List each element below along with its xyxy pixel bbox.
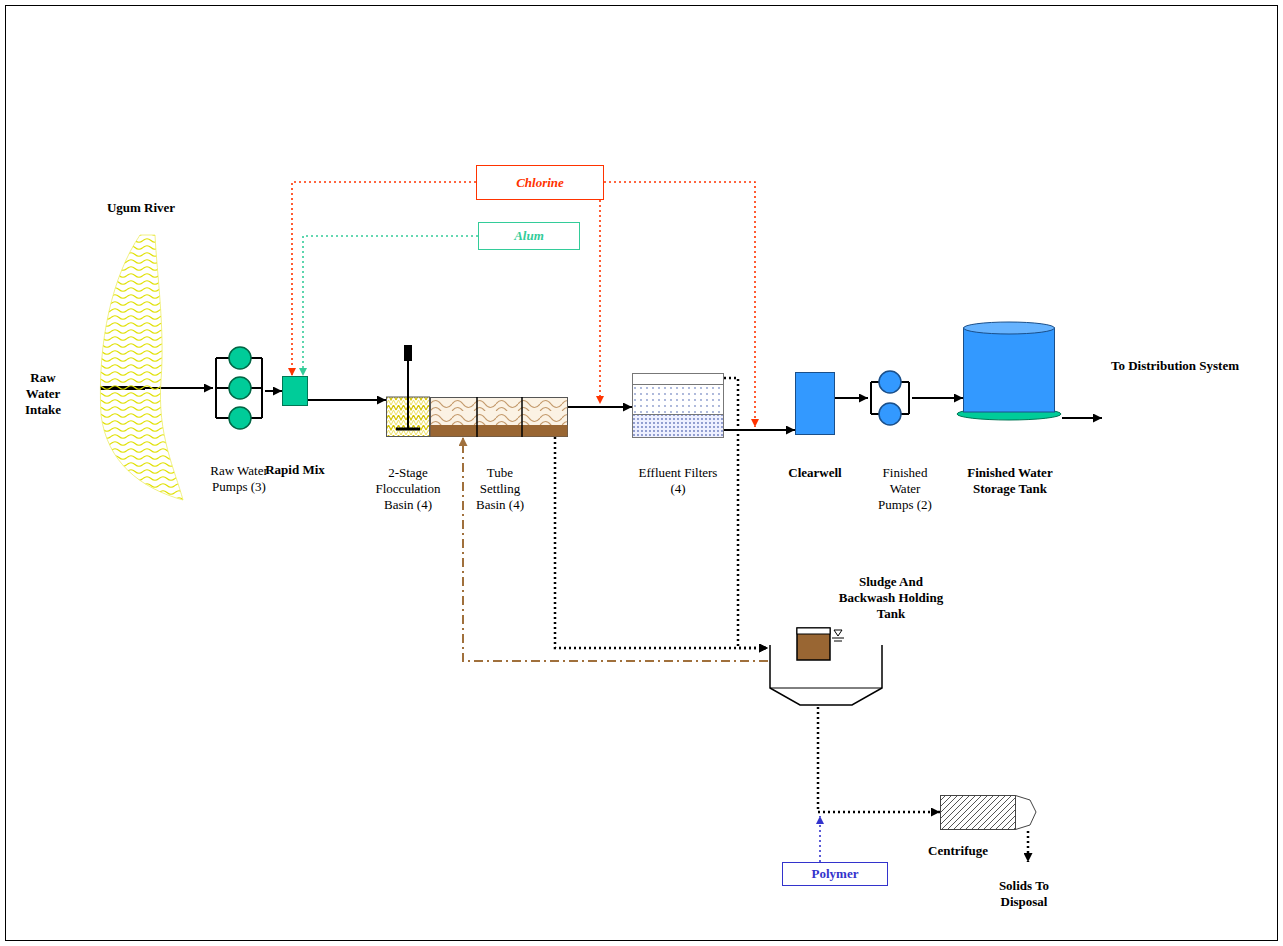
tank-cone-line <box>770 688 882 689</box>
process-unit: Finished Water Storage Tank <box>963 320 1055 422</box>
unit-shape <box>940 795 1037 830</box>
unit-shape <box>795 372 835 435</box>
pump-symbol <box>879 403 901 425</box>
mixer-motor <box>404 345 412 361</box>
flow-note: To Distribution System <box>1100 358 1250 374</box>
flow-connector <box>308 399 386 401</box>
tank-top <box>964 322 1055 334</box>
process-unit: Raw Water Pumps (3) <box>213 343 265 433</box>
chemical-name: Chlorine <box>516 175 564 191</box>
unit-shape <box>632 373 724 438</box>
unit-shape <box>768 626 884 707</box>
mixer-paddle <box>396 428 420 431</box>
process-unit: Sludge And Backwash Holding Tank <box>768 626 884 707</box>
process-unit: Effluent Filters (4) <box>632 373 724 438</box>
centrifuge-cone <box>1016 796 1037 830</box>
flow-connector <box>187 387 213 389</box>
unit-shape <box>282 376 308 406</box>
unit-label: Effluent Filters (4) <box>633 465 723 497</box>
basin-divider <box>521 397 523 437</box>
process-unit: Clearwell <box>795 372 835 435</box>
page-border <box>6 6 1278 941</box>
unit-shape <box>95 230 187 502</box>
pump-symbol <box>879 371 901 393</box>
flow-connector <box>835 397 868 399</box>
settling-basin <box>431 398 568 437</box>
sludge-layer <box>431 425 568 437</box>
chemical-box: Polymer <box>782 862 888 886</box>
chlorine-feed-line <box>599 200 601 404</box>
process-unit: Tube Settling Basin (4) <box>430 397 568 437</box>
river-band <box>100 235 183 500</box>
process-unit: Finished Water Pumps (2) <box>868 368 912 428</box>
chemical-box: Alum <box>478 222 580 250</box>
unit-label: Raw Water Pumps (3) <box>209 463 269 495</box>
process-unit: 2-Stage Flocculation Basin (4) <box>386 345 430 437</box>
process-unit: Rapid Mix <box>282 376 308 406</box>
flow-connector <box>724 429 795 431</box>
tank-body <box>964 328 1055 412</box>
flow-connector <box>463 437 768 661</box>
filter-gravel <box>633 415 724 438</box>
process-unit: Ugum River <box>95 230 187 502</box>
unit-label: Finished Water Pumps (2) <box>872 465 938 513</box>
centrifuge-drum <box>941 796 1016 830</box>
pump-symbol <box>229 347 251 369</box>
chemical-box: Chlorine <box>476 165 604 200</box>
unit-shape <box>430 397 568 437</box>
filter-media <box>633 385 724 415</box>
flow-connector <box>568 406 632 408</box>
unit-label: Centrifuge <box>918 843 998 859</box>
polymer-feed-line <box>819 816 821 862</box>
flow-connector <box>555 437 768 648</box>
flow-note: Raw Water Intake <box>14 370 72 418</box>
pump-header <box>908 382 910 414</box>
flow-connector <box>818 707 940 812</box>
flow-connector <box>265 390 282 392</box>
sludge-box <box>797 628 830 660</box>
water-surface <box>797 628 830 634</box>
unit-label: 2-Stage Flocculation Basin (4) <box>363 465 453 513</box>
pump-header <box>870 382 872 414</box>
flow-note: Solids To Disposal <box>995 878 1053 910</box>
unit-label: Rapid Mix <box>255 462 335 478</box>
basin-divider <box>476 397 478 437</box>
chlorine-feed-line <box>604 182 755 427</box>
flow-connector <box>303 236 478 376</box>
unit-shape <box>386 345 430 437</box>
mixer-shaft <box>407 361 409 429</box>
unit-shape <box>963 320 1055 422</box>
process-unit: Centrifuge <box>940 795 1037 830</box>
filter-water <box>633 374 724 385</box>
flow-connector <box>724 378 768 648</box>
chemical-name: Polymer <box>812 866 859 882</box>
unit-label: Finished Water Storage Tank <box>963 465 1057 497</box>
unit-label: Sludge And Backwash Holding Tank <box>830 574 952 622</box>
clearwell-tank <box>796 373 835 435</box>
chemical-name: Alum <box>514 228 544 244</box>
solids-line <box>1027 831 1030 862</box>
unit-label: Tube Settling Basin (4) <box>470 465 530 513</box>
unit-label: Ugum River <box>81 200 201 216</box>
distribution-pipe <box>1062 417 1102 419</box>
level-symbol <box>832 630 844 641</box>
pump-symbol <box>229 377 251 399</box>
unit-shape <box>868 368 912 428</box>
unit-label: Clearwell <box>770 465 860 481</box>
flow-connector <box>912 397 963 399</box>
flow-connector <box>292 182 476 376</box>
unit-shape <box>213 343 265 433</box>
pump-symbol <box>229 407 251 429</box>
rapid-mix-tank <box>283 377 308 406</box>
